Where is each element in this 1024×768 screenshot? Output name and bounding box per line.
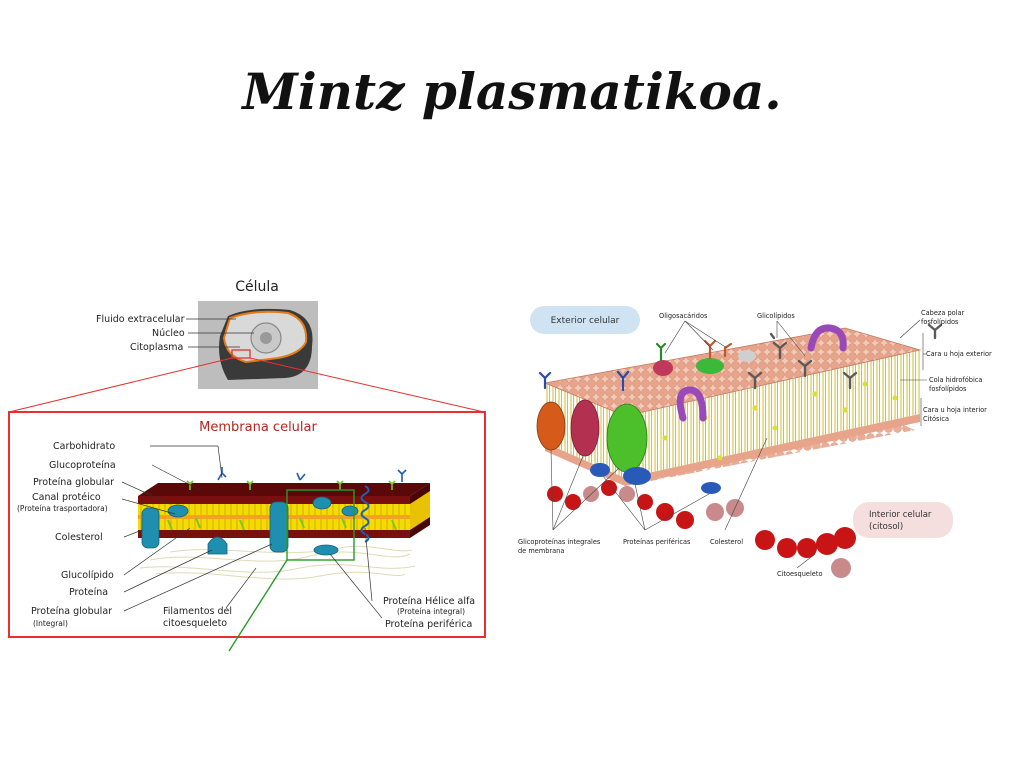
label-colesterol: Colesterol [55,532,103,543]
label-glucoproteina: Glucoproteína [49,460,116,471]
label-colesterol-right: Colesterol [710,538,743,546]
label-proteina-periferica: Proteína periférica [385,619,472,630]
label-oligosacaridos: Oligosacáridos [659,312,708,320]
label-interior-celular: Interior celular [869,510,932,520]
zoom-box [286,489,355,561]
label-proteinas-perifericas: Proteínas periféricas [623,538,691,546]
label-cara-interior: Cara u hoja interior [923,406,987,414]
label-filamentos: Filamentos del [163,606,232,617]
lipid-tails-side [625,350,920,483]
label-fluido-extracelular: Fluido extracelular [96,314,185,325]
label-proteina: Proteína [69,587,108,598]
label-proteina-integral: (Proteína integral) [397,607,465,616]
label-glicoproteinas-integrales: Glicoproteínas integrales [518,538,601,546]
label-canal-proteico: Canal protéico [32,492,101,503]
label-cara-exterior: Cara u hoja exterior [926,350,992,358]
label-glucolipido: Glucolípido [61,570,114,581]
phospholipid-heads-surface [543,327,922,417]
cell-title: Célula [235,279,279,295]
label-integral: (Integral) [33,619,68,628]
label-glicolipidos: Glicolípidos [757,312,795,320]
label-proteina-globular: Proteína globular [33,477,114,488]
label-citosol: (citosol) [869,522,903,532]
label-proteina-globular-2: Proteína globular [31,606,112,617]
alpha-helix-protein [360,485,370,543]
label-proteina-trasportadora: (Proteína trasportadora) [17,504,108,513]
label-cabeza-polar: Cabeza polar [921,309,965,317]
label-citoplasma: Citoplasma [130,342,183,353]
glycolipid-tubes [676,324,847,422]
label-fosfolipidos-2: fosfolípidos [929,385,967,393]
label-de-membrana: de membrana [518,547,564,555]
membrane-cross-section-diagram: Célula Fluido extracelular Núcleo Citopl… [8,279,486,652]
label-citosica: Citósica [923,415,949,423]
membrane-inset-title: Membrana celular [199,420,317,435]
label-citoesqueleto: citoesqueleto [163,618,227,629]
label-cola-hidrofobica: Cola hidrofóbica [929,376,982,384]
cytoskeleton-chain [547,480,856,578]
label-exterior-celular: Exterior celular [551,316,620,326]
label-citoesqueleto-right: Citoesqueleto [777,570,822,578]
slide-title: Mintz plasmatikoa. [242,62,782,121]
peripheral-proteins [590,463,721,494]
label-fosfolipidos-1: fosfolípidos [921,318,959,326]
label-carbohidrato: Carbohidrato [53,441,115,452]
label-nucleo: Núcleo [152,328,185,339]
interior-region-pill [853,502,953,538]
label-proteina-helice-alfa: Proteína Hélice alfa [383,596,475,607]
integral-proteins [536,350,756,473]
cholesterol-marks [167,517,397,531]
cell-thumbnail [198,301,318,389]
fluid-mosaic-model-diagram: Exterior celular [518,306,992,578]
exterior-region-pill [530,306,640,334]
oligosaccharide-trees [747,323,943,390]
